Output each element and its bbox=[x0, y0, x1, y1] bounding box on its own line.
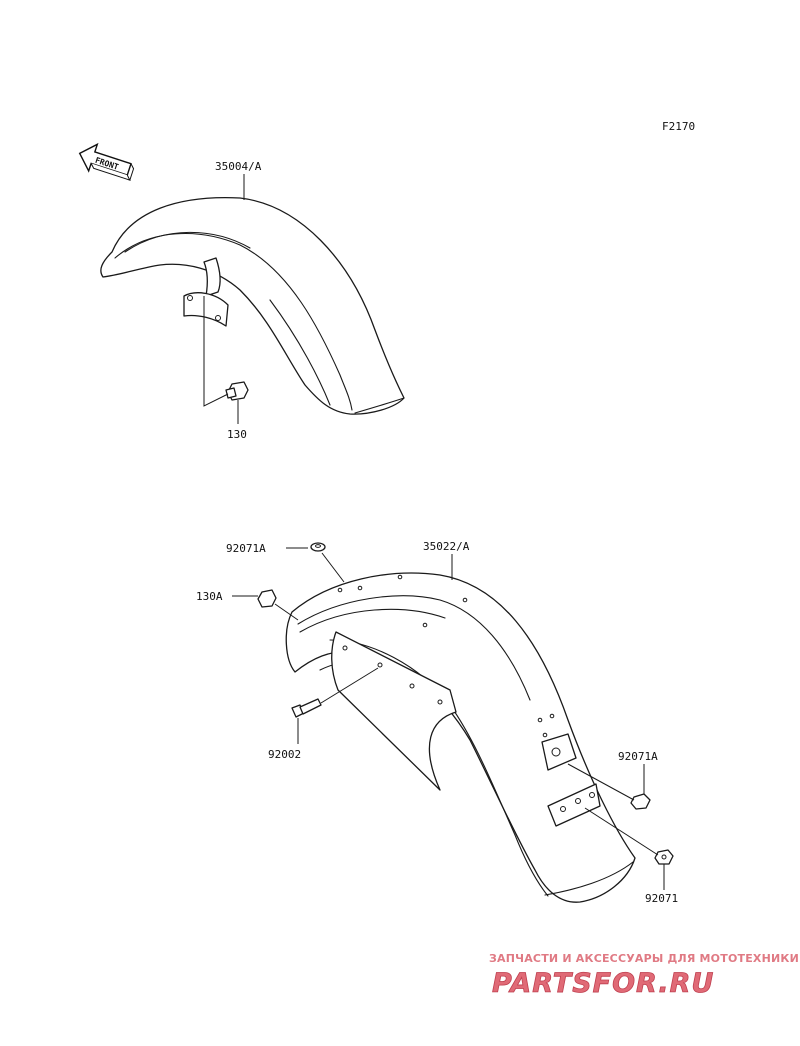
nut-92071-label: 92071 bbox=[645, 892, 678, 905]
bolt-130-icon bbox=[225, 381, 249, 401]
watermark: ЗАПЧАСТИ И АКСЕССУАРЫ ДЛЯ МОТОТЕХНИКИ PA… bbox=[489, 952, 799, 999]
nut-92071a-side-label: 92071A bbox=[618, 750, 658, 763]
rear-fender: 92071A 130A 92002 92071A 92071 bbox=[196, 540, 678, 905]
bolt-130a-label: 130A bbox=[196, 590, 223, 603]
watermark-brand: PARTSFOR.RU bbox=[492, 968, 714, 999]
figure-code: F2170 bbox=[662, 120, 695, 133]
front-fender: 130 35004/A bbox=[100, 160, 405, 441]
nut-92071a-top-icon bbox=[310, 542, 326, 552]
bolt-130a-icon bbox=[257, 589, 277, 608]
bolt-130-label: 130 bbox=[227, 428, 247, 441]
nut-92071a-top-label: 92071A bbox=[226, 542, 266, 555]
bolt-92002-label: 92002 bbox=[268, 748, 301, 761]
front-arrow-icon: FRONT bbox=[78, 142, 135, 181]
watermark-tagline: ЗАПЧАСТИ И АКСЕССУАРЫ ДЛЯ МОТОТЕХНИКИ bbox=[489, 952, 799, 965]
front-fender-part-label: 35004/A bbox=[215, 160, 262, 173]
rear-fender-part-label: 35022/A bbox=[423, 540, 470, 553]
nut-92071a-side-icon bbox=[630, 793, 651, 810]
bolt-92002-icon bbox=[291, 698, 322, 718]
nut-92071-icon bbox=[654, 849, 674, 865]
